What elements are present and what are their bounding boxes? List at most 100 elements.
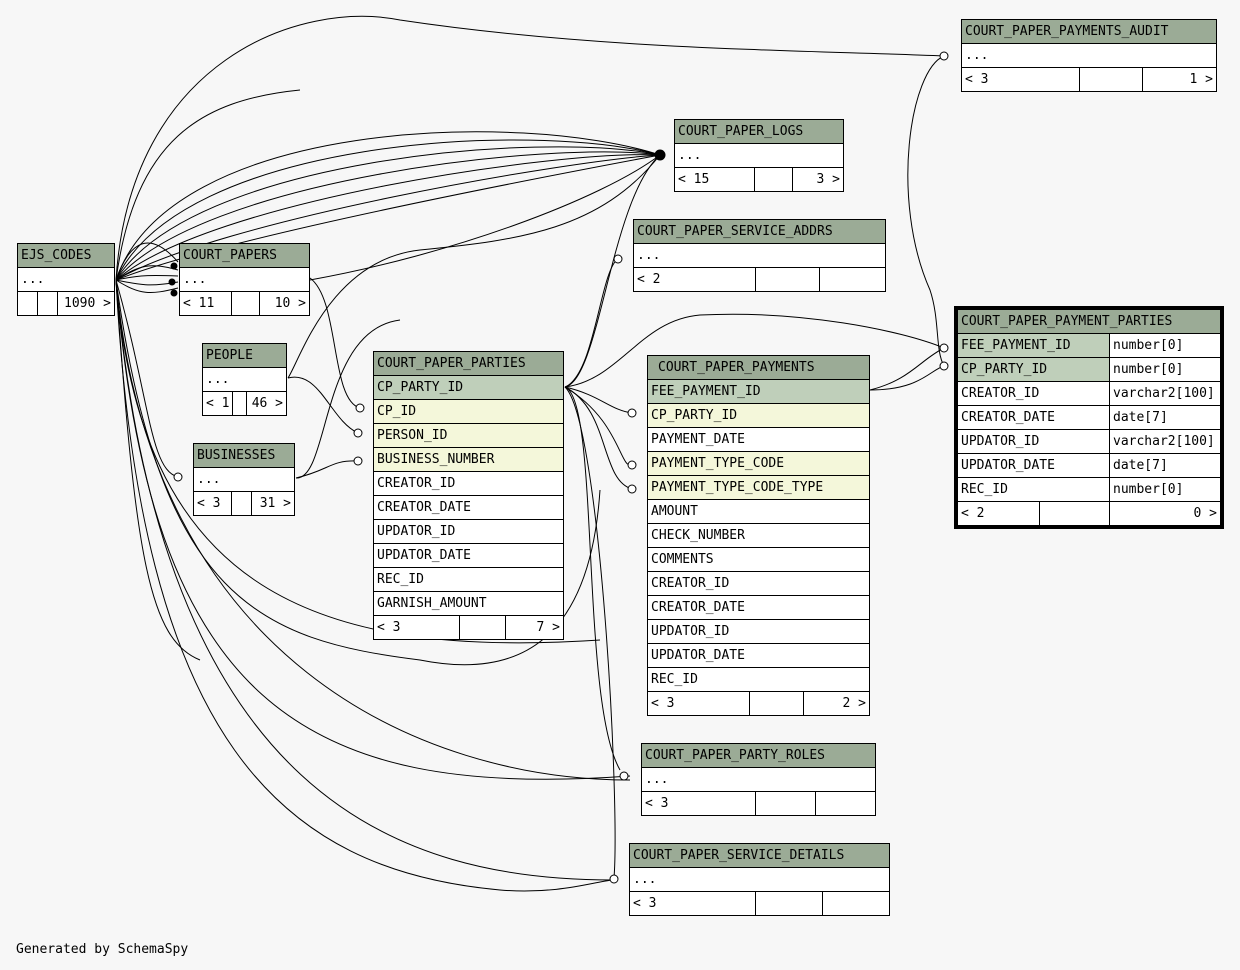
- column-updator-date[interactable]: UPDATOR_DATE: [373, 543, 564, 568]
- child-count: 0 >: [1109, 501, 1221, 526]
- column-type: number[0]: [1109, 357, 1221, 382]
- table-title[interactable]: COURT_PAPER_PAYMENTS: [647, 355, 870, 380]
- spacer-cell: [37, 291, 58, 316]
- parent-count: [17, 291, 38, 316]
- table-ellipsis: ...: [17, 267, 115, 292]
- column-comments[interactable]: COMMENTS: [647, 547, 870, 572]
- table-title[interactable]: COURT_PAPER_PAYMENT_PARTIES: [957, 309, 1221, 334]
- table-ellipsis: ...: [961, 43, 1217, 68]
- spacer-cell: [755, 791, 816, 816]
- column-check-number[interactable]: CHECK_NUMBER: [647, 523, 870, 548]
- child-count: 10 >: [259, 291, 310, 316]
- column-rec-id[interactable]: REC_ID: [647, 667, 870, 692]
- table-court-paper-payments[interactable]: COURT_PAPER_PAYMENTS FEE_PAYMENT_ID CP_P…: [647, 355, 870, 716]
- table-court-paper-service-addrs[interactable]: COURT_PAPER_SERVICE_ADDRS ... < 2: [633, 219, 886, 292]
- table-court-paper-service-details[interactable]: COURT_PAPER_SERVICE_DETAILS ... < 3: [629, 843, 890, 916]
- column-person-id[interactable]: PERSON_ID: [373, 423, 564, 448]
- child-count: 31 >: [251, 491, 295, 516]
- table-court-paper-logs[interactable]: COURT_PAPER_LOGS ... < 15 3 >: [674, 119, 844, 192]
- table-court-paper-payment-parties[interactable]: COURT_PAPER_PAYMENT_PARTIES FEE_PAYMENT_…: [954, 306, 1224, 529]
- column-type: varchar2[100]: [1109, 429, 1221, 454]
- column-updator-date[interactable]: UPDATOR_DATE: [647, 643, 870, 668]
- column-updator-id[interactable]: UPDATOR_ID: [373, 519, 564, 544]
- column-creator-id[interactable]: CREATOR_ID: [957, 381, 1110, 406]
- column-creator-id[interactable]: CREATOR_ID: [647, 571, 870, 596]
- column-creator-date[interactable]: CREATOR_DATE: [647, 595, 870, 620]
- parent-count: < 3: [961, 67, 1080, 92]
- child-count: [819, 267, 886, 292]
- column-fee-payment-id[interactable]: FEE_PAYMENT_ID: [647, 379, 870, 404]
- table-ellipsis: ...: [674, 143, 844, 168]
- child-count: 3 >: [792, 167, 844, 192]
- table-people[interactable]: PEOPLE ... < 1 46 >: [201, 343, 287, 416]
- table-court-paper-parties[interactable]: COURT_PAPER_PARTIES CP_PARTY_ID CP_ID PE…: [373, 351, 564, 640]
- column-amount[interactable]: AMOUNT: [647, 499, 870, 524]
- table-ellipsis: ...: [641, 767, 876, 792]
- column-type: varchar2[100]: [1109, 381, 1221, 406]
- table-title[interactable]: COURT_PAPER_PARTY_ROLES: [641, 743, 876, 768]
- column-payment-date[interactable]: PAYMENT_DATE: [647, 427, 870, 452]
- parent-count: < 2: [633, 267, 756, 292]
- table-title[interactable]: COURT_PAPER_LOGS: [674, 119, 844, 144]
- spacer-cell: [749, 691, 804, 716]
- child-count: 7 >: [505, 615, 564, 640]
- spacer-cell: [232, 391, 248, 416]
- spacer-cell: [1079, 67, 1143, 92]
- column-cp-id[interactable]: CP_ID: [373, 399, 564, 424]
- table-title[interactable]: COURT_PAPER_PAYMENTS_AUDIT: [961, 19, 1217, 44]
- spacer-cell: [755, 891, 823, 916]
- table-title[interactable]: COURT_PAPER_PARTIES: [373, 351, 564, 376]
- column-rec-id[interactable]: REC_ID: [373, 567, 564, 592]
- table-ellipsis: ...: [179, 267, 310, 292]
- parent-count: < 3: [193, 491, 232, 516]
- column-updator-date[interactable]: UPDATOR_DATE: [957, 453, 1110, 478]
- column-type: date[7]: [1109, 405, 1221, 430]
- table-title[interactable]: COURT_PAPER_SERVICE_ADDRS: [633, 219, 886, 244]
- table-title[interactable]: COURT_PAPER_SERVICE_DETAILS: [629, 843, 890, 868]
- column-creator-date[interactable]: CREATOR_DATE: [957, 405, 1110, 430]
- column-business-number[interactable]: BUSINESS_NUMBER: [373, 447, 564, 472]
- column-cp-party-id[interactable]: CP_PARTY_ID: [647, 403, 870, 428]
- child-count: 46 >: [246, 391, 287, 416]
- spacer-cell: [755, 267, 820, 292]
- column-payment-type-code[interactable]: PAYMENT_TYPE_CODE: [647, 451, 870, 476]
- table-court-paper-party-roles[interactable]: COURT_PAPER_PARTY_ROLES ... < 3: [641, 743, 876, 816]
- table-title[interactable]: BUSINESSES: [193, 443, 295, 468]
- column-garnish-amount[interactable]: GARNISH_AMOUNT: [373, 591, 564, 616]
- column-fee-payment-id[interactable]: FEE_PAYMENT_ID: [957, 333, 1110, 358]
- column-payment-type-code-type[interactable]: PAYMENT_TYPE_CODE_TYPE: [647, 475, 870, 500]
- column-type: date[7]: [1109, 453, 1221, 478]
- column-creator-id[interactable]: CREATOR_ID: [373, 471, 564, 496]
- table-ellipsis: ...: [633, 243, 886, 268]
- spacer-cell: [1039, 501, 1110, 526]
- column-updator-id[interactable]: UPDATOR_ID: [647, 619, 870, 644]
- spacer-cell: [459, 615, 506, 640]
- table-ejs-codes[interactable]: EJS_CODES ... 1090 >: [17, 243, 115, 316]
- column-cp-party-id[interactable]: CP_PARTY_ID: [373, 375, 564, 400]
- parent-count: < 3: [641, 791, 756, 816]
- table-title[interactable]: COURT_PAPERS: [179, 243, 310, 268]
- column-cp-party-id[interactable]: CP_PARTY_ID: [957, 357, 1110, 382]
- parent-count: < 15: [674, 167, 755, 192]
- parent-count: < 3: [373, 615, 460, 640]
- column-creator-date[interactable]: CREATOR_DATE: [373, 495, 564, 520]
- child-count: 2 >: [803, 691, 870, 716]
- child-count: 1090 >: [57, 291, 115, 316]
- table-title[interactable]: PEOPLE: [202, 343, 287, 368]
- table-ellipsis: ...: [202, 367, 287, 392]
- generated-by-label: Generated by SchemaSpy: [16, 942, 189, 957]
- table-businesses[interactable]: BUSINESSES ... < 3 31 >: [193, 443, 295, 516]
- column-type: number[0]: [1109, 333, 1221, 358]
- table-ellipsis: ...: [193, 467, 295, 492]
- table-title[interactable]: EJS_CODES: [17, 243, 115, 268]
- column-rec-id[interactable]: REC_ID: [957, 477, 1110, 502]
- table-ellipsis: ...: [629, 867, 890, 892]
- child-count: [822, 891, 890, 916]
- parent-count: < 1: [201, 391, 234, 416]
- column-updator-id[interactable]: UPDATOR_ID: [957, 429, 1110, 454]
- column-type: number[0]: [1109, 477, 1221, 502]
- parent-count: < 3: [647, 691, 750, 716]
